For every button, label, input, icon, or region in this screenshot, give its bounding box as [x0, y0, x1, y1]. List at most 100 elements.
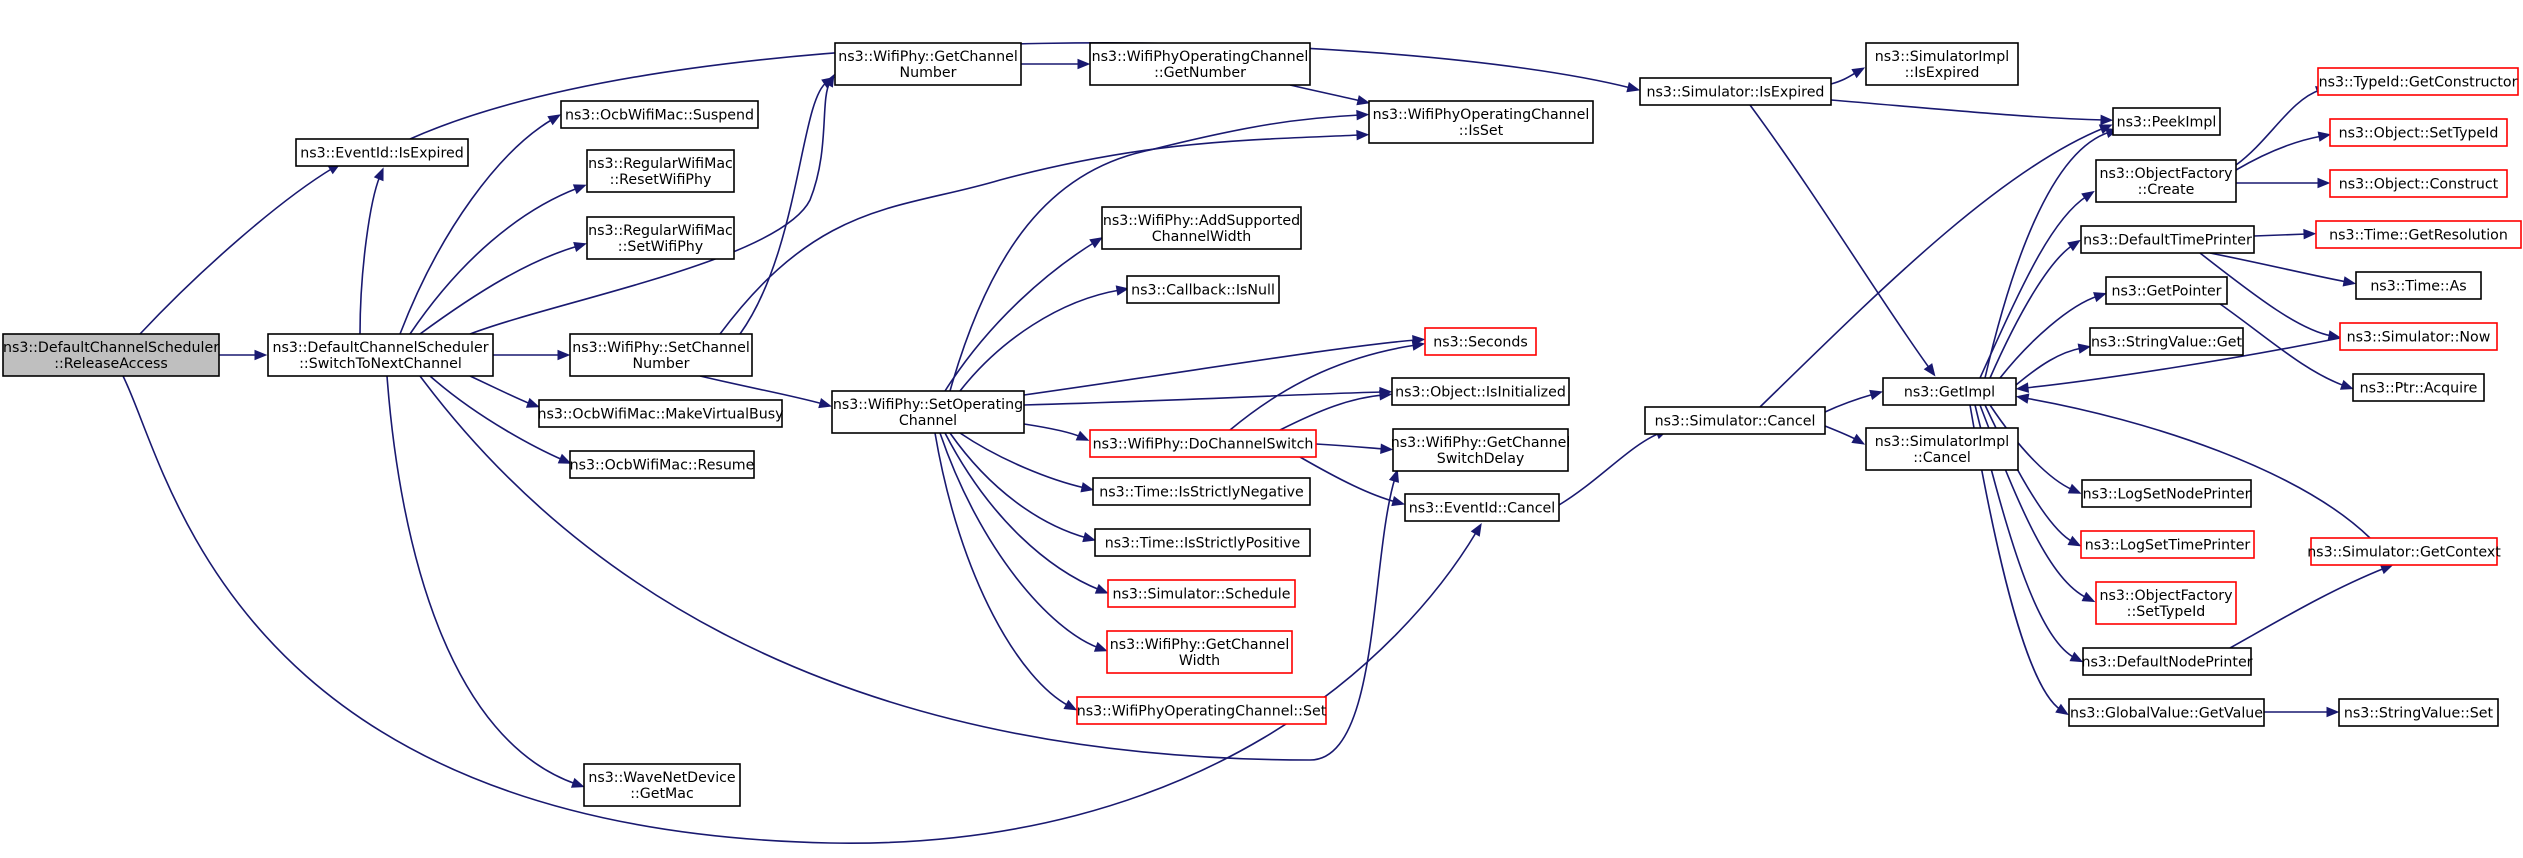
node-label: ns3::LogSetTimePrinter: [2085, 538, 2251, 554]
node-box: [2, 333, 220, 377]
node-sim-now[interactable]: ns3::Simulator::Now: [2339, 322, 2498, 351]
node-defnodepr[interactable]: ns3::DefaultNodePrinter: [2081, 647, 2253, 676]
node-simimpl-isexp[interactable]: ns3::SimulatorImpl::IsExpired: [1865, 42, 2019, 86]
node-tid-getctor[interactable]: ns3::TypeId::GetConstructor: [2317, 67, 2519, 96]
node-ocb-suspend[interactable]: ns3::OcbWifiMac::Suspend: [560, 100, 759, 129]
arrowhead-icon: [1089, 237, 1103, 249]
node-opch-getnum[interactable]: ns3::WifiPhyOperatingChannel::GetNumber: [1089, 42, 1311, 86]
node-ocb-busy[interactable]: ns3::OcbWifiMac::MakeVirtualBusy: [537, 399, 784, 428]
node-ptr-acquire[interactable]: ns3::Ptr::Acquire: [2352, 373, 2485, 402]
node-eid-isexp[interactable]: ns3::EventId::IsExpired: [295, 138, 469, 167]
node-logsettime[interactable]: ns3::LogSetTimePrinter: [2080, 530, 2255, 559]
node-label: ns3::WifiPhyOperatingChannel::Set: [1077, 704, 1327, 720]
edge-sim_isexp-to-simimpl_isexp: [1830, 67, 1866, 85]
node-label: ::GetMac: [630, 786, 694, 802]
edge-setopch-to-opch_isset: [949, 109, 1370, 392]
node-label: ::SetWifiPhy: [618, 239, 703, 255]
edge-defnodepr-to-sim_getctx: [2229, 564, 2394, 649]
edge-getimpl-to-getpointer: [1999, 292, 2107, 379]
node-opch-isset[interactable]: ns3::WifiPhyOperatingChannel::IsSet: [1368, 100, 1594, 144]
node-reg-reset[interactable]: ns3::RegularWifiMac::ResetWifiPhy: [586, 149, 735, 193]
edge-line: [934, 432, 1070, 707]
node-sim-getctx[interactable]: ns3::Simulator::GetContext: [2307, 537, 2501, 566]
node-sim-cancel[interactable]: ns3::Simulator::Cancel: [1644, 406, 1826, 435]
node-label: ::SwitchToNextChannel: [299, 356, 462, 372]
edge-line: [429, 375, 564, 461]
node-label: ns3::DefaultChannelScheduler: [3, 340, 219, 356]
node-cb-isnull[interactable]: ns3::Callback::IsNull: [1126, 275, 1280, 304]
node-obj-construct[interactable]: ns3::Object::Construct: [2329, 169, 2508, 198]
node-simimpl-cancel[interactable]: ns3::SimulatorImpl::Cancel: [1865, 427, 2019, 471]
node-obj-isinit[interactable]: ns3::Object::IsInitialized: [1391, 377, 1570, 406]
node-label: SwitchDelay: [1437, 451, 1525, 467]
edge-getimpl-to-objf_create: [1979, 190, 2095, 379]
edge-switch-to-getchswd: [419, 375, 1399, 761]
node-sim-sched[interactable]: ns3::Simulator::Schedule: [1107, 579, 1296, 608]
node-peekimpl[interactable]: ns3::PeekImpl: [2112, 107, 2221, 136]
node-eid-cancel[interactable]: ns3::EventId::Cancel: [1404, 493, 1560, 522]
node-box: [2068, 698, 2265, 727]
node-box: [586, 216, 735, 260]
node-box: [2095, 581, 2237, 625]
call-edges: [122, 42, 2394, 844]
edge-gv_getval-to-strval_set: [2264, 706, 2340, 718]
node-objf-settid[interactable]: ns3::ObjectFactory::SetTypeId: [2095, 581, 2237, 625]
node-logsetnode[interactable]: ns3::LogSetNodePrinter: [2081, 479, 2252, 508]
node-root[interactable]: ns3::DefaultChannelScheduler::ReleaseAcc…: [2, 333, 220, 377]
node-dochsw[interactable]: ns3::WifiPhy::DoChannelSwitch: [1089, 429, 1317, 458]
node-time-pos[interactable]: ns3::Time::IsStrictlyPositive: [1094, 528, 1311, 557]
node-ocb-resume[interactable]: ns3::OcbWifiMac::Resume: [569, 450, 755, 479]
arrowhead-icon: [1094, 583, 1109, 594]
node-label: ns3::GetPointer: [2111, 284, 2221, 300]
node-seconds[interactable]: ns3::Seconds: [1424, 327, 1537, 356]
edge-line: [1289, 84, 1362, 102]
node-time-neg[interactable]: ns3::Time::IsStrictlyNegative: [1092, 477, 1311, 506]
node-box: [1865, 42, 2019, 86]
edge-line: [1315, 443, 1385, 450]
node-reg-set[interactable]: ns3::RegularWifiMac::SetWifiPhy: [586, 216, 735, 260]
node-sim-isexp[interactable]: ns3::Simulator::IsExpired: [1639, 77, 1832, 106]
node-getpointer[interactable]: ns3::GetPointer: [2105, 276, 2228, 305]
edge-setopch-to-obj_isinit: [1023, 386, 1393, 406]
node-strval-set[interactable]: ns3::StringValue::Set: [2338, 698, 2499, 727]
edge-setopch-to-sim_sched: [944, 432, 1109, 594]
node-getimpl[interactable]: ns3::GetImpl: [1882, 377, 2017, 406]
node-label: ns3::LogSetNodePrinter: [2083, 487, 2251, 503]
node-label: ns3::WifiPhy::SetChannel: [572, 340, 750, 356]
arrowhead-icon: [2303, 228, 2317, 240]
edge-deftimepr-to-time_as: [2209, 252, 2357, 287]
edge-sim_isexp-to-peekimpl: [1830, 99, 2114, 126]
edge-switch-to-reg_reset: [409, 184, 587, 335]
node-obj-settid[interactable]: ns3::Object::SetTypeId: [2329, 118, 2508, 147]
arrowhead-icon: [2081, 190, 2095, 203]
node-deftimepr[interactable]: ns3::DefaultTimePrinter: [2080, 225, 2255, 254]
edge-root-to-eid_isexp: [139, 163, 341, 335]
node-time-getres[interactable]: ns3::Time::GetResolution: [2315, 220, 2522, 249]
node-label: ns3::Object::SetTypeId: [2339, 126, 2499, 142]
edge-line: [1279, 394, 1384, 431]
node-objf-create[interactable]: ns3::ObjectFactory::Create: [2095, 159, 2237, 203]
edge-line: [2229, 567, 2386, 649]
edge-line: [386, 375, 577, 785]
arrowhead-icon: [2100, 114, 2114, 126]
arrowhead-icon: [254, 349, 268, 361]
node-opch-set[interactable]: ns3::WifiPhyOperatingChannel::Set: [1076, 696, 1327, 725]
arrowhead-icon: [1356, 95, 1371, 106]
node-gv-getval[interactable]: ns3::GlobalValue::GetValue: [2068, 698, 2265, 727]
edge-setopch-to-time_neg: [959, 432, 1095, 493]
node-time-as[interactable]: ns3::Time::As: [2355, 271, 2482, 300]
node-box: [1392, 428, 1569, 472]
node-switch[interactable]: ns3::DefaultChannelScheduler::SwitchToNe…: [267, 333, 494, 377]
node-strval-get[interactable]: ns3::StringValue::Get: [2089, 327, 2244, 356]
arrowhead-icon: [1080, 482, 1095, 493]
arrowhead-icon: [2379, 564, 2394, 575]
node-label: Number: [633, 356, 690, 372]
node-wave-getmac[interactable]: ns3::WaveNetDevice::GetMac: [583, 763, 741, 807]
node-label: ns3::OcbWifiMac::Suspend: [565, 108, 754, 124]
